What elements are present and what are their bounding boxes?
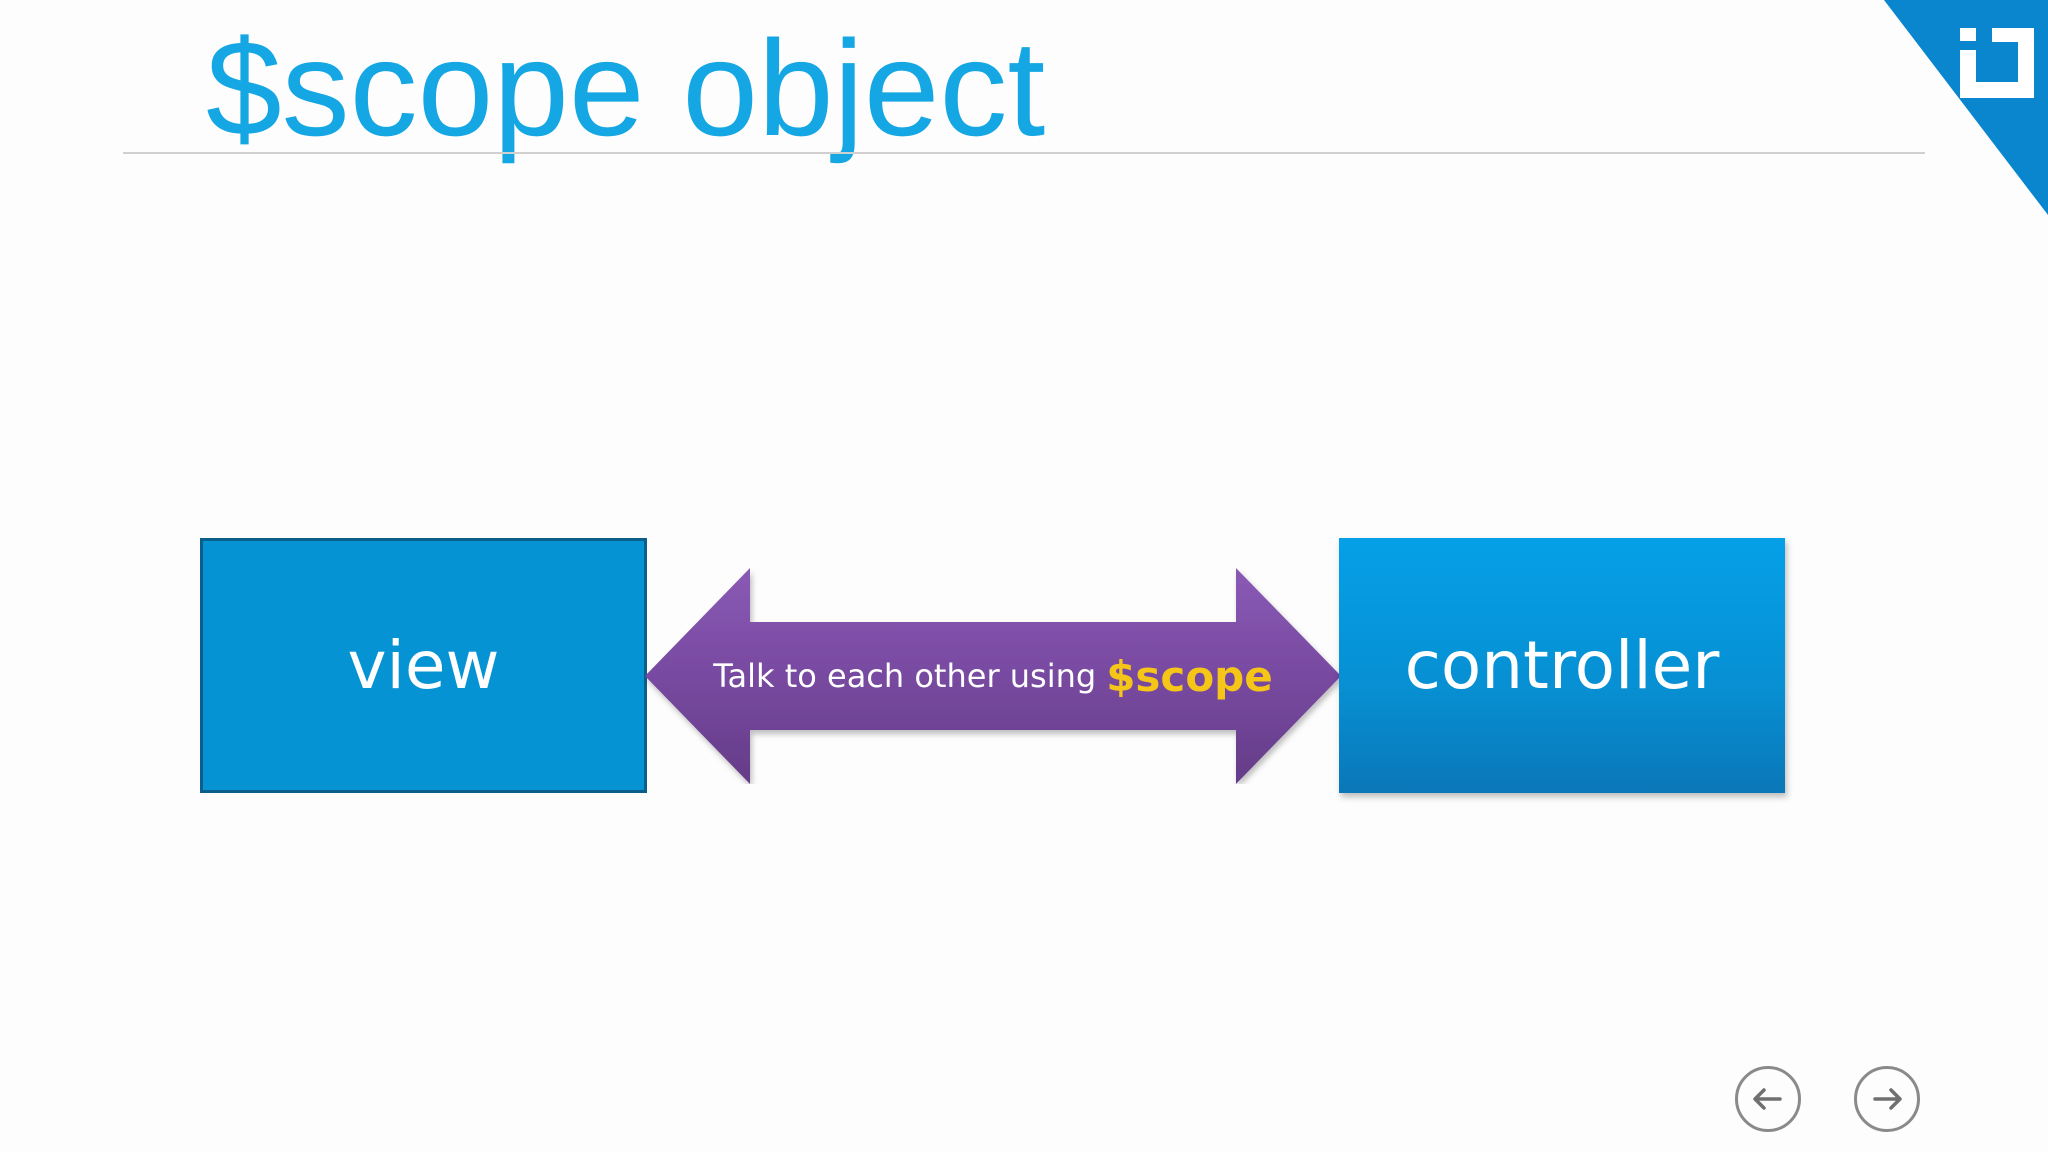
arrow-right-icon [1873, 1088, 1902, 1110]
corner-brand-banner [1884, 0, 2048, 215]
controller-box: controller [1339, 538, 1785, 793]
brand-logo-icon [1960, 28, 2034, 98]
arrow-caption-text: Talk to each other using [713, 657, 1097, 695]
arrow-caption-highlight: $scope [1106, 651, 1273, 701]
arrow-left-icon [1753, 1088, 1782, 1110]
double-arrow-shape [645, 568, 1341, 784]
slide-title: $scope object [206, 12, 1046, 164]
view-box: view [200, 538, 647, 793]
arrow-caption: Talk to each other using $scope [645, 568, 1341, 784]
previous-slide-button[interactable] [1735, 1066, 1801, 1132]
title-divider [123, 152, 1925, 154]
next-slide-button[interactable] [1854, 1066, 1920, 1132]
corner-triangle [1884, 0, 2048, 215]
